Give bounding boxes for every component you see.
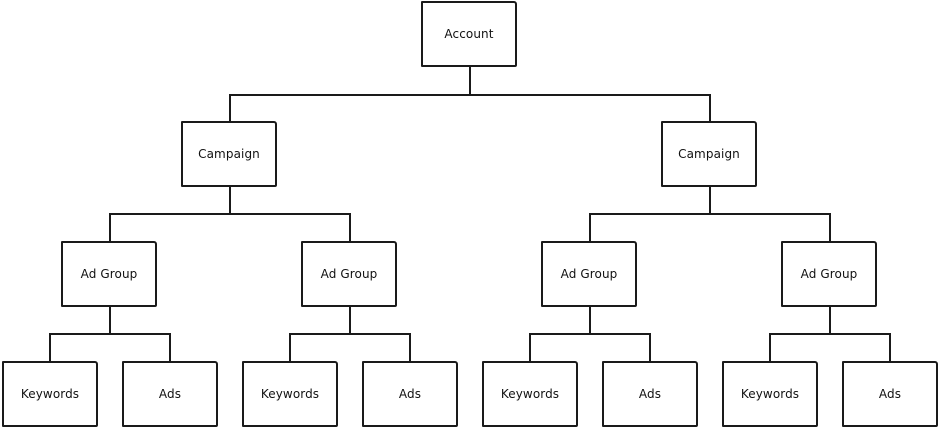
ad-group-label: Ad Group [800, 267, 858, 281]
keywords-node-1: Keywords [2, 361, 98, 427]
ads-node-2: Ads [362, 361, 458, 427]
connector-account-campaigns [229, 67, 711, 122]
ad-group-node-4: Ad Group [781, 241, 877, 307]
ad-group-node-3: Ad Group [541, 241, 637, 307]
ad-group-node-2: Ad Group [301, 241, 397, 307]
ad-group-node-1: Ad Group [61, 241, 157, 307]
connector-adgroup-4-leaves [769, 307, 891, 362]
keywords-label: Keywords [740, 387, 800, 401]
account-node: Account [421, 1, 517, 67]
keywords-label: Keywords [20, 387, 80, 401]
connector-adgroup-3-leaves [529, 307, 651, 362]
connector-adgroup-1-leaves [49, 307, 171, 362]
ads-node-3: Ads [602, 361, 698, 427]
keywords-node-3: Keywords [482, 361, 578, 427]
keywords-node-2: Keywords [242, 361, 338, 427]
ad-group-label: Ad Group [80, 267, 138, 281]
ads-label: Ads [638, 387, 662, 401]
connector-adgroup-2-leaves [289, 307, 411, 362]
campaign-node-1: Campaign [181, 121, 277, 187]
connector-campaign-2-adgroups [589, 187, 831, 242]
keywords-label: Keywords [260, 387, 320, 401]
connector-campaign-1-adgroups [109, 187, 351, 242]
ads-node-4: Ads [842, 361, 938, 427]
ads-label: Ads [878, 387, 902, 401]
account-label: Account [444, 27, 494, 41]
ads-node-1: Ads [122, 361, 218, 427]
campaign-node-2: Campaign [661, 121, 757, 187]
keywords-node-4: Keywords [722, 361, 818, 427]
keywords-label: Keywords [500, 387, 560, 401]
campaign-label: Campaign [678, 147, 740, 161]
ad-group-label: Ad Group [560, 267, 618, 281]
campaign-label: Campaign [198, 147, 260, 161]
ad-group-label: Ad Group [320, 267, 378, 281]
ads-label: Ads [158, 387, 182, 401]
ads-label: Ads [398, 387, 422, 401]
